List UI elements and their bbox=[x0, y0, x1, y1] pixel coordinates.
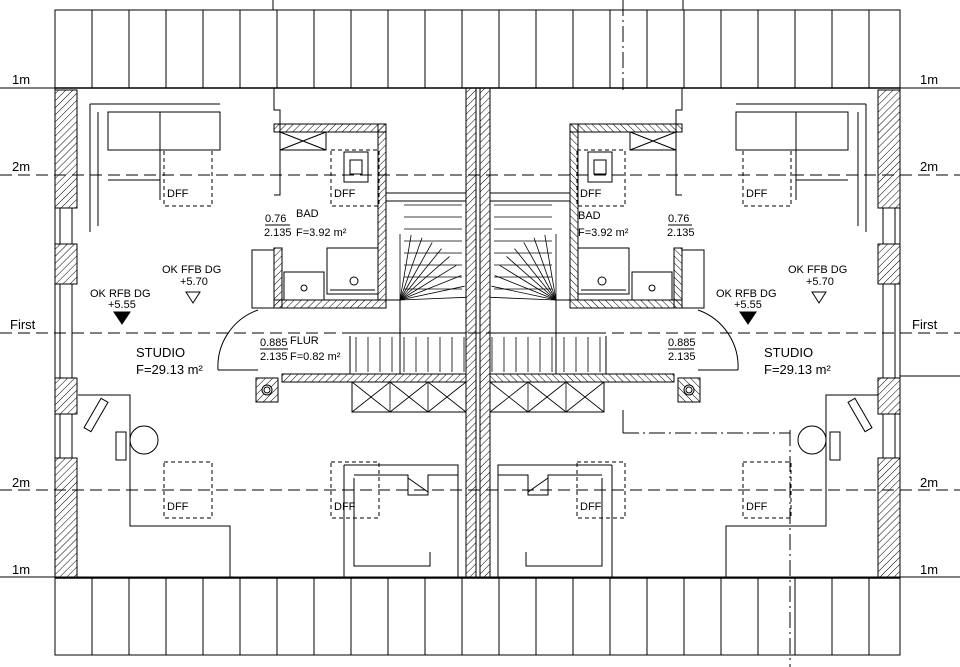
skylight-label: DFF bbox=[334, 501, 356, 513]
level-label-first-right: First bbox=[912, 317, 938, 332]
door-dimensions: 0.76 2.135 0.76 2.135 0.885 2.135 0.885 … bbox=[260, 213, 696, 363]
skylight-label: DFF bbox=[167, 188, 189, 200]
room-area-bad-right: F=3.92 m² bbox=[578, 227, 629, 239]
room-label-bad-left: BAD bbox=[296, 208, 319, 220]
level-labels: 1m 1m 2m 2m First First 2m 2m 1m 1m bbox=[10, 72, 938, 577]
skylights bbox=[163, 149, 792, 519]
ffb-label-left: OK FFB DG bbox=[162, 264, 221, 276]
door-dim-bad-left-top: 0.76 bbox=[265, 213, 286, 225]
rfb-label-left: OK RFB DG bbox=[90, 288, 151, 300]
elevation-labels: OK RFB DG +5.55 OK FFB DG +5.70 OK RFB D… bbox=[90, 264, 847, 311]
storage-crosses bbox=[351, 381, 605, 413]
room-area-bad-left: F=3.92 m² bbox=[296, 227, 347, 239]
ffb-value-left: +5.70 bbox=[180, 276, 208, 288]
door-dim-bad-left-bottom: 2.135 bbox=[264, 227, 292, 239]
skylight-label: DFF bbox=[334, 188, 356, 200]
door-dim-bad-right-bottom: 2.135 bbox=[667, 227, 695, 239]
room-area-flur: F=0.82 m² bbox=[290, 351, 341, 363]
room-label-studio-left: STUDIO bbox=[136, 345, 185, 360]
level-label-2m-top-left: 2m bbox=[12, 159, 30, 174]
level-label-1m-bottom-right: 1m bbox=[920, 562, 938, 577]
room-label-flur: FLUR bbox=[290, 335, 319, 347]
rfb-label-right: OK RFB DG bbox=[716, 288, 777, 300]
level-label-1m-bottom-left: 1m bbox=[12, 562, 30, 577]
interior-walls-left bbox=[78, 88, 467, 578]
skylight-label: DFF bbox=[167, 501, 189, 513]
skylight-labels: DFF DFF DFF DFF DFF DFF DFF DFF bbox=[167, 188, 768, 513]
skylight-label: DFF bbox=[580, 501, 602, 513]
door-dim-flur-left-top: 0.885 bbox=[260, 337, 288, 349]
level-label-1m-top-right: 1m bbox=[920, 72, 938, 87]
ffb-value-right: +5.70 bbox=[806, 276, 834, 288]
room-area-studio-left: F=29.13 m² bbox=[136, 362, 204, 377]
interior-walls-right bbox=[489, 88, 878, 578]
level-triangles bbox=[113, 291, 827, 325]
level-label-2m-bottom-right: 2m bbox=[920, 475, 938, 490]
rfb-value-right: +5.55 bbox=[734, 299, 762, 311]
level-label-first-left: First bbox=[10, 317, 36, 332]
skylight-label: DFF bbox=[580, 188, 602, 200]
level-label-2m-top-right: 2m bbox=[920, 159, 938, 174]
roof-rafters bbox=[54, 10, 870, 655]
door-dim-flur-right-top: 0.885 bbox=[668, 337, 696, 349]
stair-treads bbox=[355, 204, 601, 372]
room-area-studio-right: F=29.13 m² bbox=[764, 362, 832, 377]
room-label-bad-right: BAD bbox=[578, 210, 601, 222]
skylight-label: DFF bbox=[746, 188, 768, 200]
level-label-2m-bottom-left: 2m bbox=[12, 475, 30, 490]
outer-walls bbox=[54, 0, 960, 656]
ffb-label-right: OK FFB DG bbox=[788, 264, 847, 276]
level-label-1m-top-left: 1m bbox=[12, 72, 30, 87]
door-dim-flur-right-bottom: 2.135 bbox=[668, 351, 696, 363]
door-dim-flur-left-bottom: 2.135 bbox=[260, 351, 288, 363]
door-dim-bad-right-top: 0.76 bbox=[668, 213, 689, 225]
room-label-studio-right: STUDIO bbox=[764, 345, 813, 360]
skylight-label: DFF bbox=[746, 501, 768, 513]
rfb-value-left: +5.55 bbox=[108, 299, 136, 311]
room-labels: BAD F=3.92 m² BAD F=3.92 m² FLUR F=0.82 … bbox=[136, 208, 832, 377]
